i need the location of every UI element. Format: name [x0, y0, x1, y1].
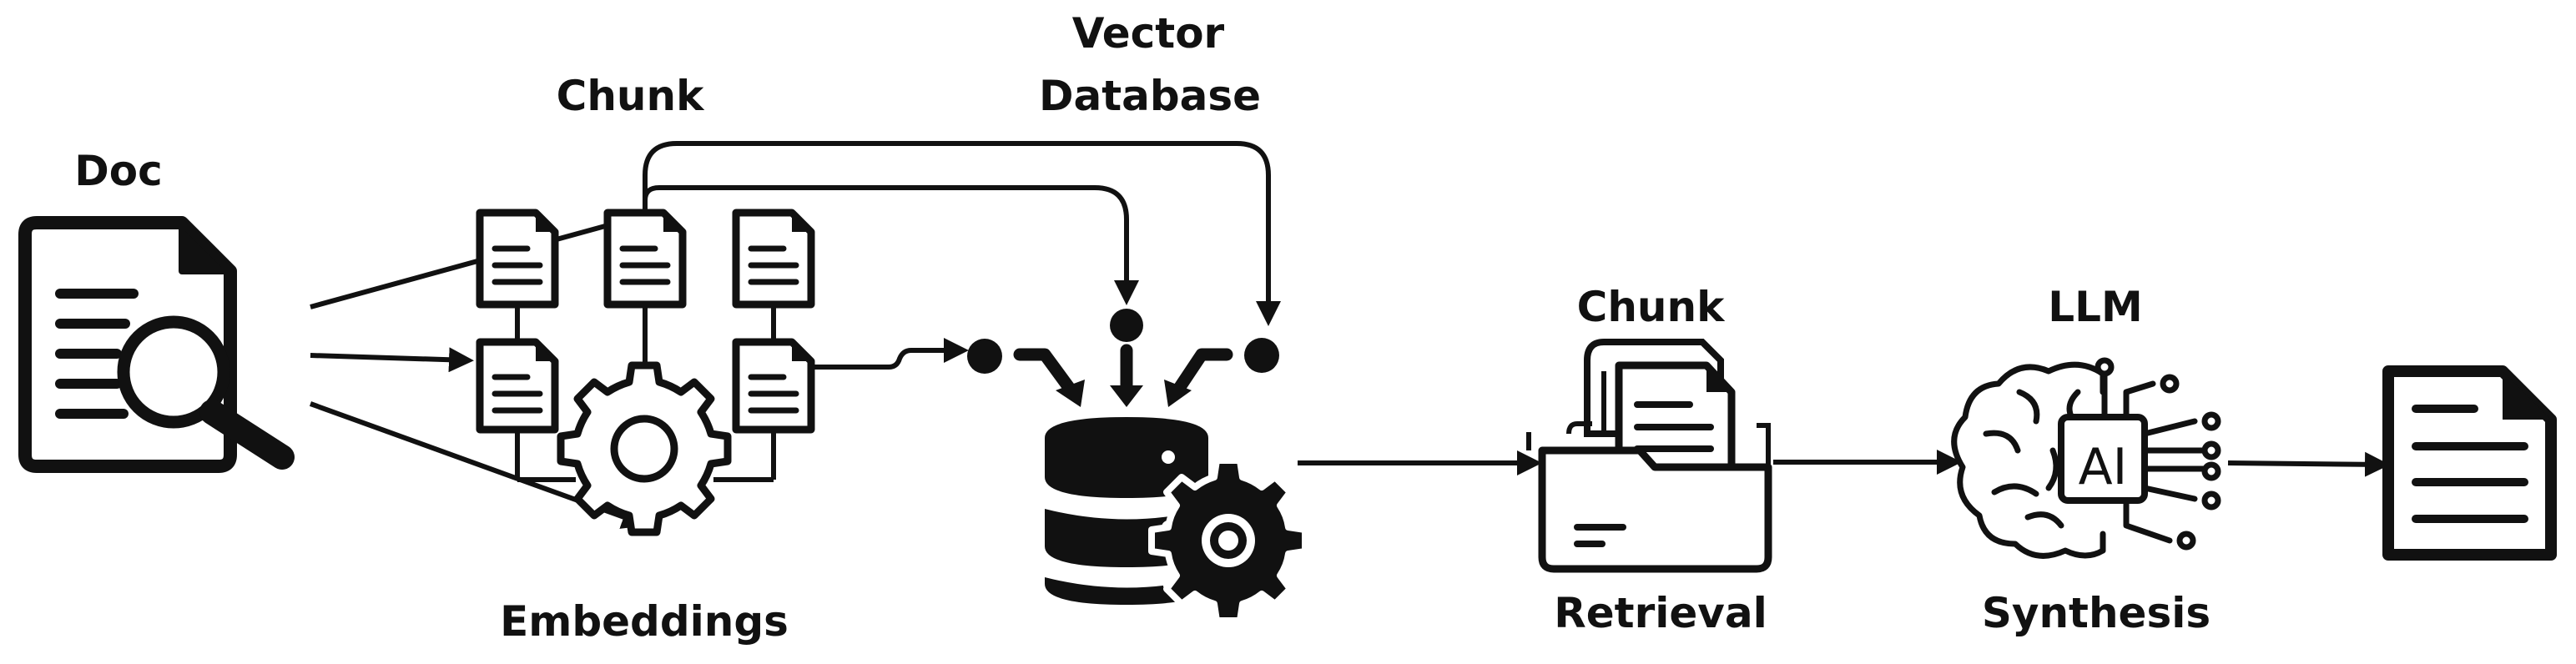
label-retrieval: Retrieval	[1554, 589, 1767, 637]
small-document-icon	[732, 209, 815, 309]
label-chunk-top: Chunk	[557, 72, 705, 120]
label-embeddings: Embeddings	[500, 597, 789, 646]
small-document-icon	[603, 209, 687, 309]
label-synthesis: Synthesis	[1982, 589, 2211, 637]
dot-right	[1244, 338, 1279, 373]
loop-arrows	[643, 141, 1281, 370]
folder-documents-icon	[1526, 339, 1772, 573]
dots-into-database	[967, 309, 1279, 407]
arrow-chunk-to-dot	[811, 338, 969, 370]
label-llm: LLM	[2048, 283, 2142, 331]
document-icon	[2382, 365, 2557, 561]
arrow-doc-to-chunk-left	[310, 347, 474, 373]
label-database: Database	[1039, 72, 1261, 120]
document-search-icon	[18, 216, 295, 473]
loop-arrow-inner	[643, 185, 1139, 305]
label-chunk-retrieval: Chunk	[1577, 283, 1726, 331]
loop-arrow-outer	[643, 141, 1281, 326]
arrow-llm-to-output	[2227, 451, 2390, 477]
small-document-icon	[732, 338, 815, 434]
label-vector: Vector	[1072, 9, 1225, 58]
ai-badge-text: AI	[2079, 438, 2128, 496]
small-document-icon	[476, 338, 559, 434]
database-gear-icon	[1045, 417, 1308, 624]
gear-icon	[557, 361, 732, 536]
brain-ai-icon	[1951, 357, 2221, 559]
arrow-doc-to-chunk-top	[310, 211, 638, 309]
small-document-icon	[476, 209, 559, 309]
label-doc: Doc	[74, 147, 163, 195]
dot-middle	[1110, 309, 1143, 342]
dot-left	[967, 339, 1002, 374]
